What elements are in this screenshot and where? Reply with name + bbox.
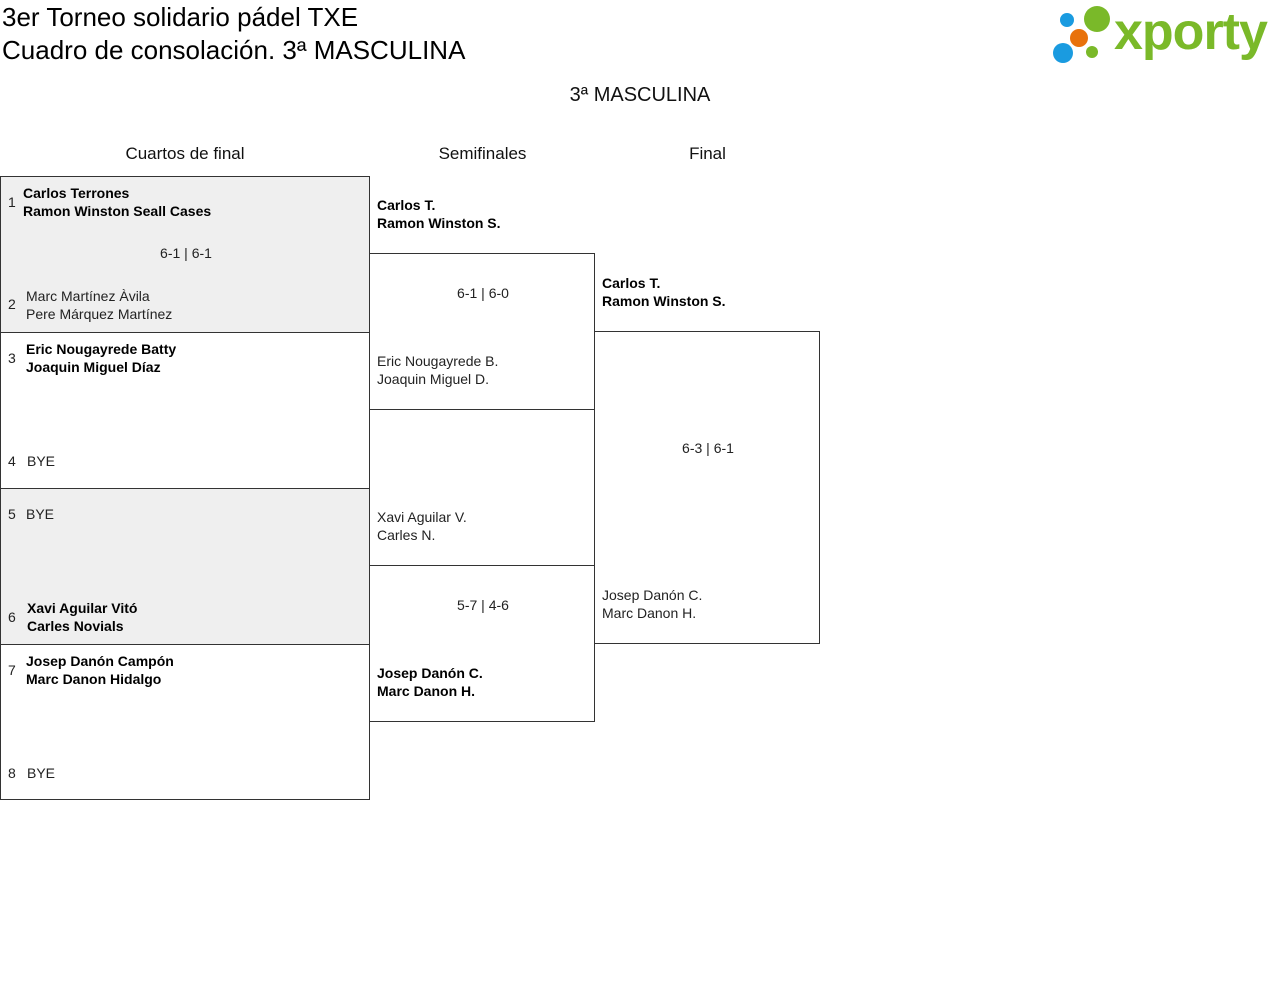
player-name: Ramon Winston S. <box>602 293 726 309</box>
player-name: Eric Nougayrede Batty <box>26 341 177 357</box>
round-header-final: Final <box>689 144 726 163</box>
seed-number: 2 <box>8 296 16 312</box>
player-name: Marc Martínez Àvila <box>26 288 150 304</box>
player-name: Joaquin Miguel Díaz <box>26 359 161 375</box>
logo-text: xporty <box>1114 3 1268 61</box>
final-team-loser[interactable]: Josep Danón C. Marc Danon H. <box>602 586 702 622</box>
team-bye: BYE <box>27 453 56 469</box>
xporty-logo[interactable]: xporty <box>1050 3 1276 66</box>
seed-number: 1 <box>8 194 16 210</box>
seed-number: 4 <box>8 453 16 469</box>
team-bye: BYE <box>26 506 55 522</box>
tournament-title: 3er Torneo solidario pádel TXE <box>2 2 359 32</box>
player-name: Carles Novials <box>27 618 124 634</box>
player-name: Xavi Aguilar V. <box>377 509 467 525</box>
player-name: Carles N. <box>377 527 436 543</box>
player-name: Carlos T. <box>602 275 661 291</box>
seed-number: 5 <box>8 506 16 522</box>
player-name: Xavi Aguilar Vitó <box>27 600 138 616</box>
sf-team-winner[interactable]: Carlos T. Ramon Winston S. <box>377 196 501 232</box>
player-name: Josep Danón C. <box>602 587 703 603</box>
seed-number: 8 <box>8 765 16 781</box>
team-bye: BYE <box>27 765 56 781</box>
player-name: Josep Danón Campón <box>26 653 174 669</box>
player-name: Marc Danon H. <box>377 683 476 699</box>
final-match: 6-3 | 6-1 <box>594 331 820 644</box>
player-name: Carlos T. <box>377 197 436 213</box>
player-name: Eric Nougayrede B. <box>377 353 499 369</box>
sf-team-winner[interactable]: Josep Danón C. Marc Danon H. <box>377 664 483 700</box>
sf-team-loser[interactable]: Eric Nougayrede B. Joaquin Miguel D. <box>377 352 498 388</box>
player-name: Josep Danón C. <box>377 665 483 681</box>
player-name: Marc Danon Hidalgo <box>26 671 162 687</box>
round-header-semifinals: Semifinales <box>438 144 527 163</box>
round-header-quarterfinals: Cuartos de final <box>125 144 245 163</box>
category-heading: 3ª MASCULINA <box>569 84 711 106</box>
match-score: 5-7 | 4-6 <box>457 597 509 613</box>
draw-title: Cuadro de consolación. 3ª MASCULINA <box>2 35 466 65</box>
seed-number: 7 <box>8 662 16 678</box>
match-score: 6-1 | 6-1 <box>160 245 212 261</box>
match-score: 6-1 | 6-0 <box>457 285 509 301</box>
match-score: 6-3 | 6-1 <box>682 440 734 456</box>
player-name: Carlos Terrones <box>23 185 130 201</box>
sf-team-loser[interactable]: Xavi Aguilar V. Carles N. <box>377 508 467 544</box>
player-name: Ramon Winston S. <box>377 215 501 231</box>
player-name: Marc Danon H. <box>602 605 697 621</box>
seed-number: 6 <box>8 609 16 625</box>
player-name: Pere Márquez Martínez <box>26 306 173 322</box>
logo-dots-icon <box>1053 6 1110 63</box>
player-name: Ramon Winston Seall Cases <box>23 203 212 219</box>
final-team-winner[interactable]: Carlos T. Ramon Winston S. <box>602 274 726 310</box>
player-name: Joaquin Miguel D. <box>377 371 490 387</box>
seed-number: 3 <box>8 350 16 366</box>
